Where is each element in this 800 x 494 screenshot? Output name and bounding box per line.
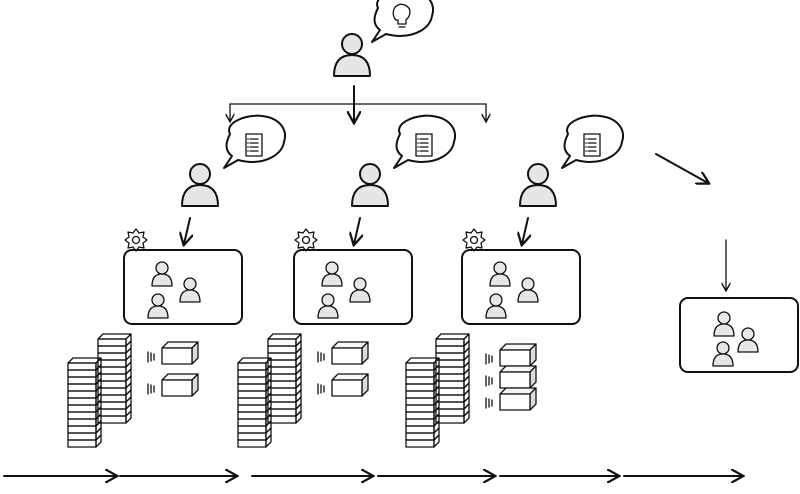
- gear-icon: [124, 228, 148, 252]
- document-icon: [583, 133, 601, 157]
- document-icon: [245, 133, 263, 157]
- speed-lines-icon: [485, 397, 493, 409]
- gear-icon: [294, 228, 318, 252]
- team-1-stack-1: [67, 357, 102, 448]
- team-3-box-3: [485, 387, 537, 411]
- team-1: [67, 114, 287, 448]
- hierarchy-connectors: [230, 85, 708, 183]
- speed-lines-icon: [485, 353, 493, 365]
- team-3-member-2: [517, 277, 539, 303]
- speed-lines-icon: [317, 351, 325, 363]
- speed-lines-icon: [147, 383, 155, 395]
- lightbulb-icon: [392, 3, 411, 28]
- speed-lines-icon: [485, 375, 493, 387]
- team-1-box-1: [147, 341, 199, 365]
- document-icon: [415, 133, 433, 157]
- team-3-member-3: [485, 293, 507, 319]
- speed-lines-icon: [147, 351, 155, 363]
- team-3: [405, 114, 625, 448]
- team-2-member-2: [349, 277, 371, 303]
- team-2-stack-1: [237, 357, 272, 448]
- team-2-manager: [351, 163, 389, 207]
- team-1-stack-2: [97, 333, 132, 424]
- team-3-box-2: [485, 365, 537, 389]
- team-3-box-1: [485, 343, 537, 367]
- team-1-member-1: [151, 261, 173, 287]
- team-4-member-1: [713, 311, 735, 337]
- teams-layer: [67, 114, 625, 448]
- team-3-manager-thought-bubble: [561, 114, 625, 169]
- team-2-box-2: [317, 373, 369, 397]
- team-1-member-3: [147, 293, 169, 319]
- team-3-member-1: [489, 261, 511, 287]
- team-2-member-1: [321, 261, 343, 287]
- team-1-member-2: [179, 277, 201, 303]
- team-2: [237, 114, 457, 448]
- team-4-member-2: [737, 327, 759, 353]
- team-1-manager: [181, 163, 219, 207]
- team-4: [679, 239, 799, 373]
- team-2-member-3: [317, 293, 339, 319]
- team-2-stack-2: [267, 333, 302, 424]
- speed-lines-icon: [317, 383, 325, 395]
- team-3-panel: [461, 249, 581, 325]
- team-2-manager-thought-bubble: [393, 114, 457, 169]
- team-1-manager-thought-bubble: [223, 114, 287, 169]
- team-3-stack-2: [435, 333, 470, 424]
- team-1-panel: [123, 249, 243, 325]
- leader-person: [333, 33, 371, 77]
- leader-thought-bubble: [371, 0, 435, 43]
- team-4-member-3: [712, 341, 734, 367]
- team-3-manager: [519, 163, 557, 207]
- team-3-stack-1: [405, 357, 440, 448]
- team-4-panel: [679, 297, 799, 373]
- gear-icon: [462, 228, 486, 252]
- team-2-panel: [293, 249, 413, 325]
- team-1-box-2: [147, 373, 199, 397]
- team-2-box-1: [317, 341, 369, 365]
